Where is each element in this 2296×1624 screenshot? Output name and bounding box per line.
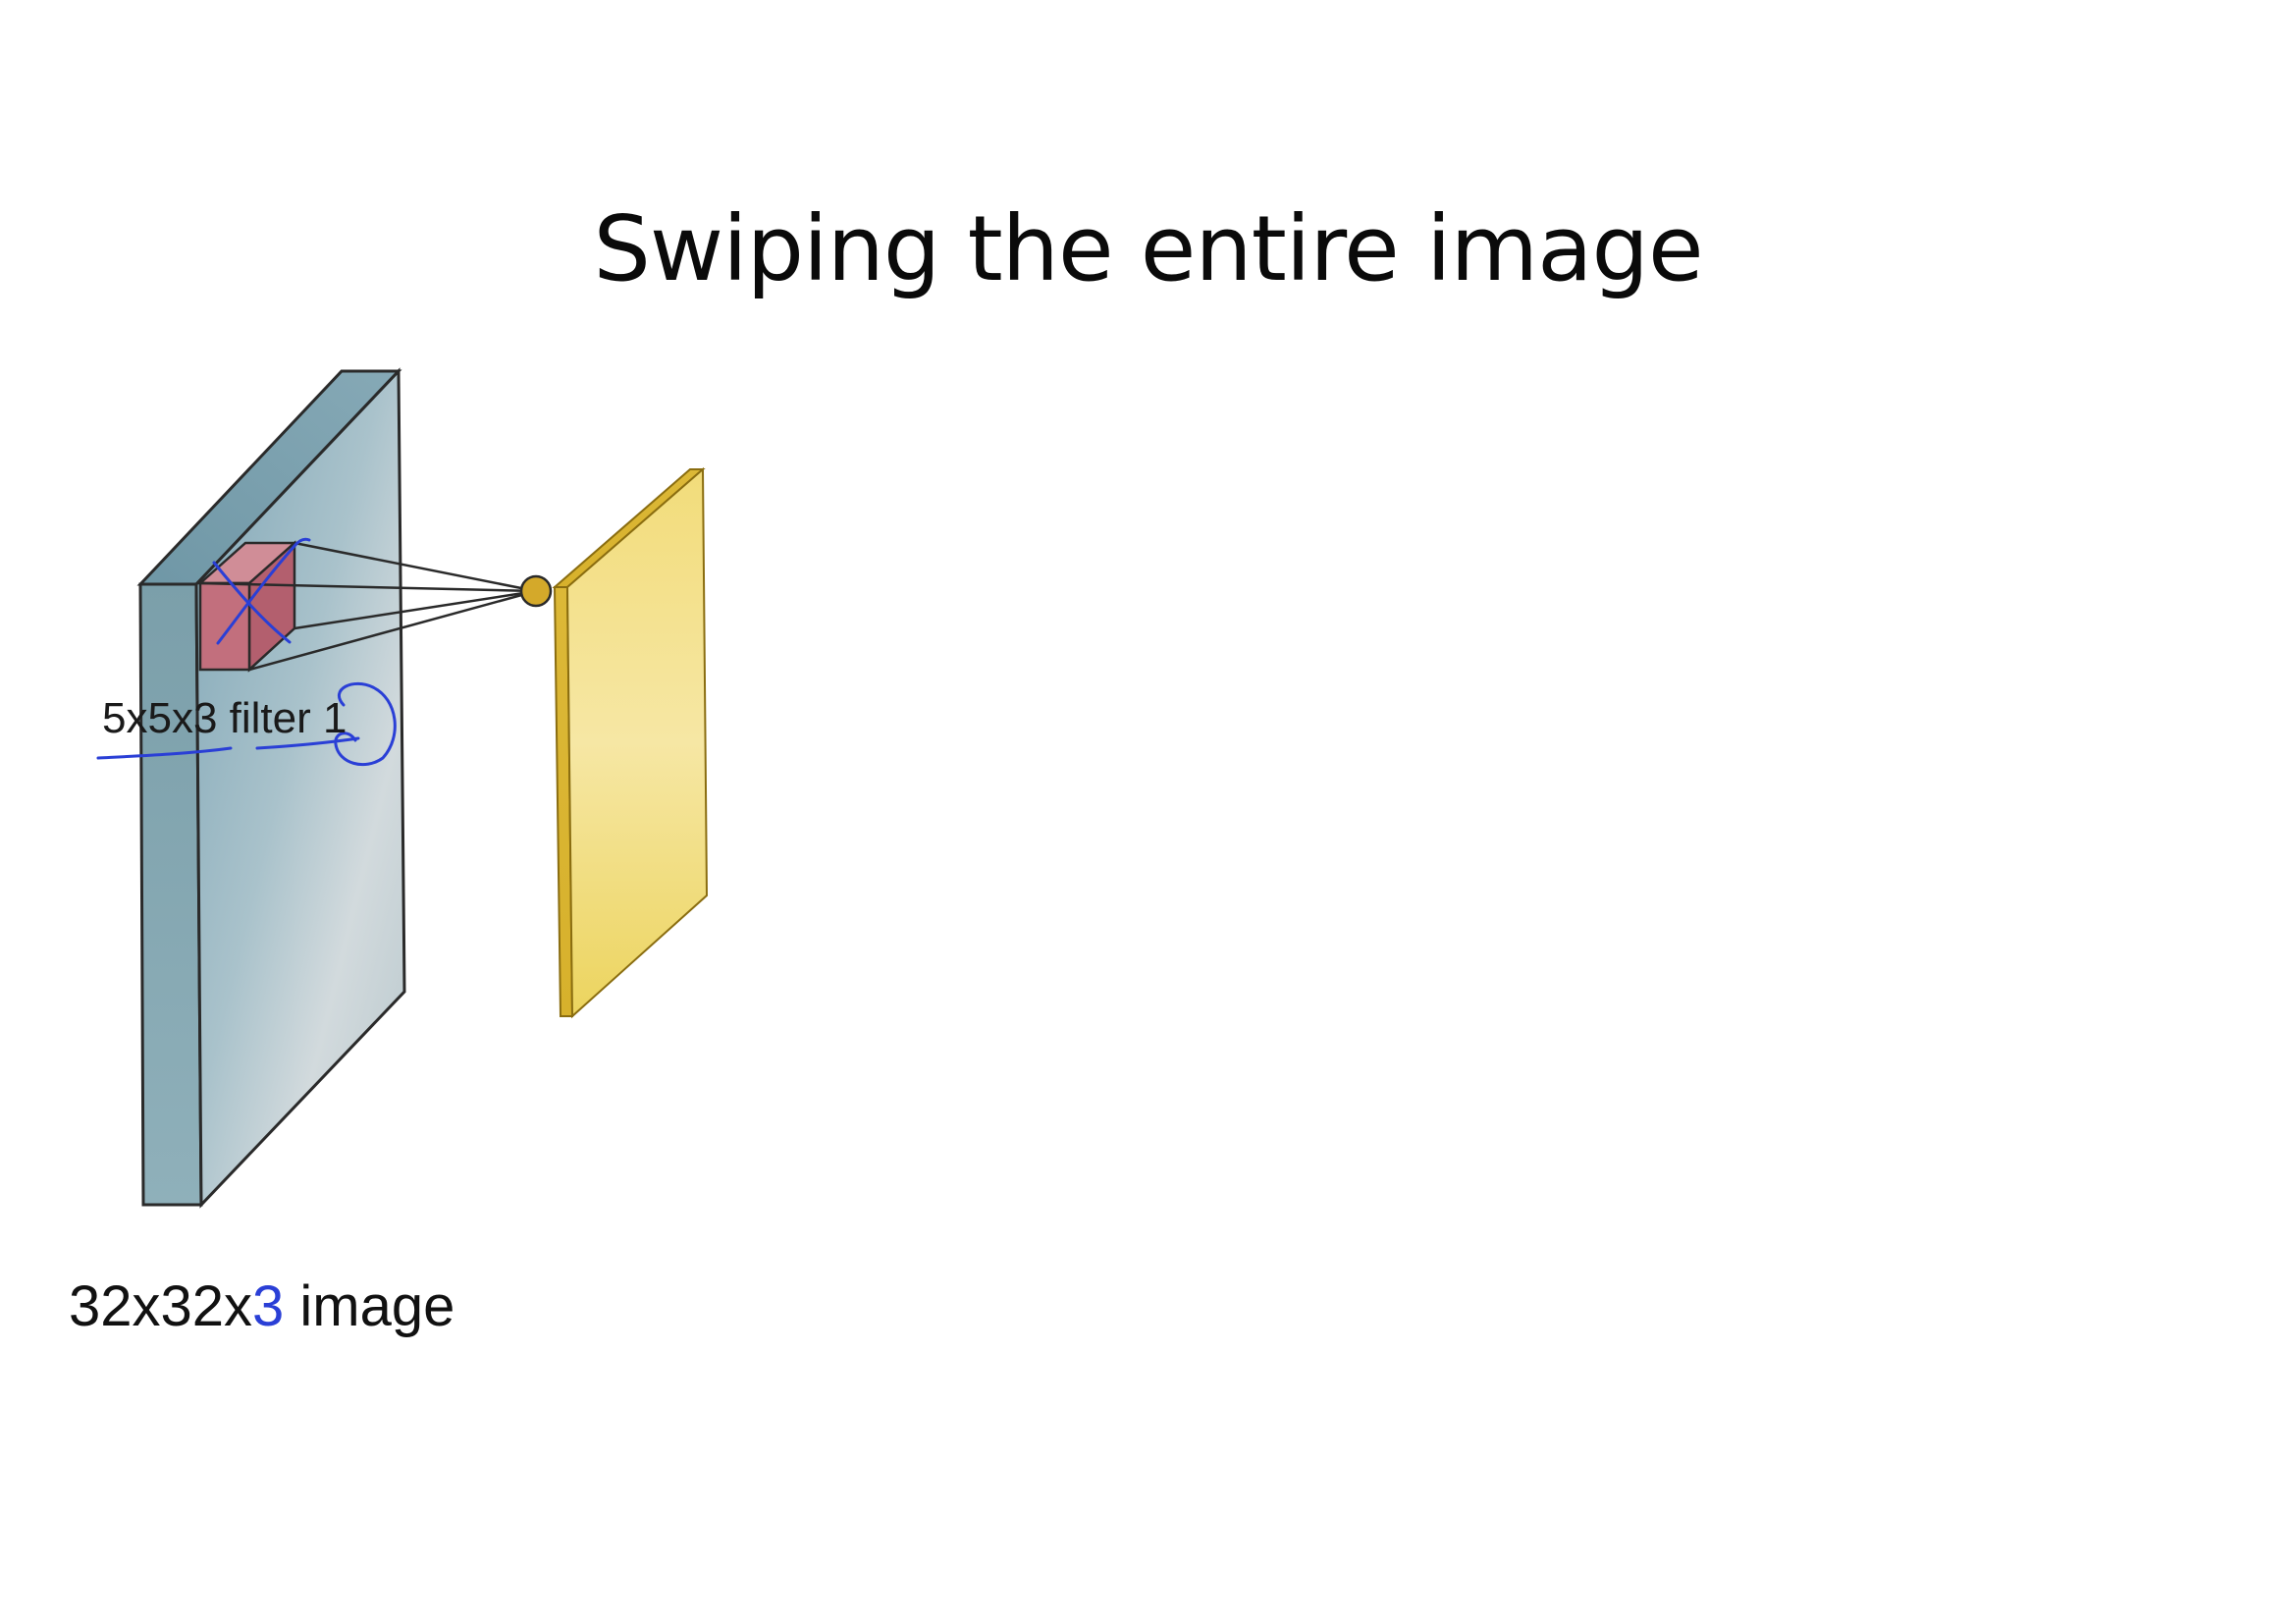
image-caption-suffix: image (284, 1274, 455, 1338)
slide-title: Swiping the entire image (593, 196, 1703, 301)
activation-map (552, 466, 709, 1019)
projection-line (294, 541, 537, 593)
projection-line (294, 589, 537, 630)
projection-line (199, 581, 537, 593)
projection-lines (199, 541, 537, 672)
image-caption: 32x32x3 image (69, 1278, 454, 1335)
input-volume-side-face (138, 582, 203, 1207)
activation-map-face (565, 466, 709, 1019)
image-caption-prefix: 32x32x (69, 1274, 253, 1338)
image-caption-channel-count: 3 (252, 1274, 285, 1338)
circle-around-filter-number (334, 681, 397, 767)
input-volume (136, 367, 406, 1209)
underline-filter-word (255, 736, 360, 750)
underline-dimensions (96, 746, 233, 760)
neuron-output-circle (519, 574, 553, 608)
handwritten-annotations (96, 537, 397, 767)
filter-label: 5x5x3 filter 1 (102, 694, 347, 742)
projection-line (248, 589, 537, 672)
cross-stroke-2 (216, 537, 311, 645)
